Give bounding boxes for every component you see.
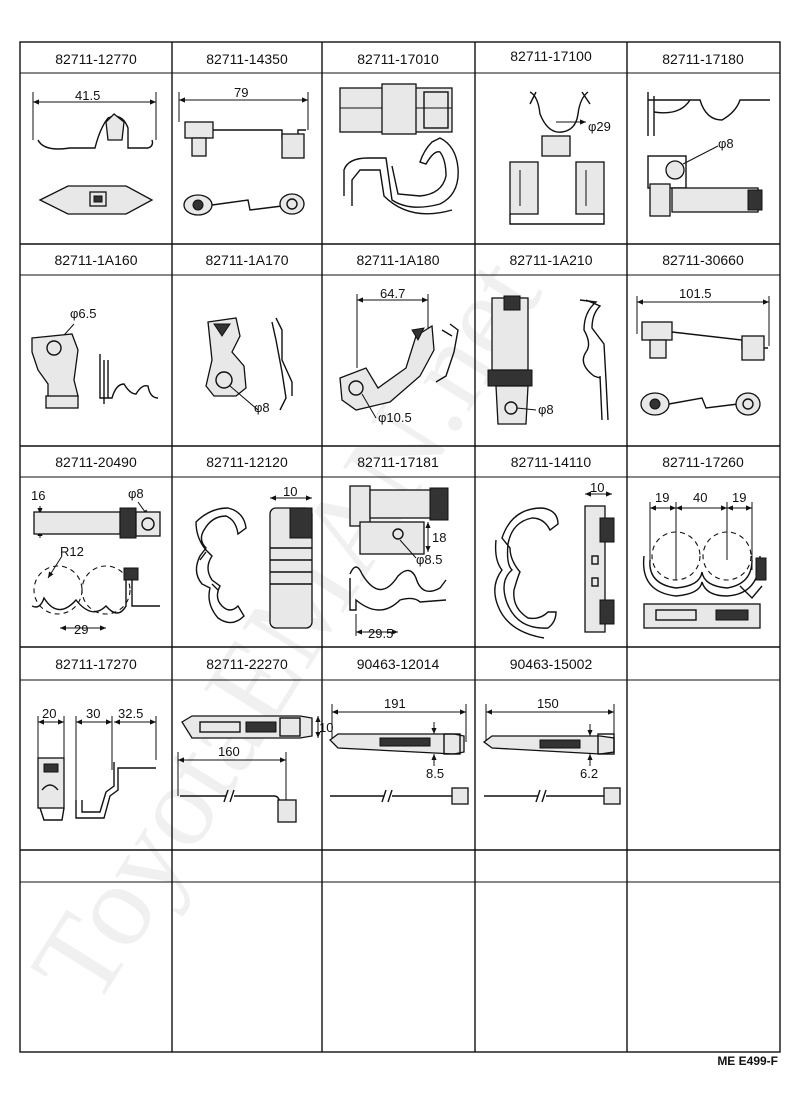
dimension-label: 6.2	[580, 766, 598, 781]
dimension-label: φ8	[538, 402, 554, 417]
clamp-drawing: 16 φ8 R12 29	[31, 486, 161, 637]
clamp-drawing: 41.5	[32, 88, 157, 215]
dimension-label: 8.5	[426, 766, 444, 781]
clamp-drawing: 10 160	[177, 715, 333, 823]
clamp-drawing: 10	[494, 480, 615, 639]
dimension-label: φ8.5	[416, 552, 443, 567]
dimension-label: 150	[537, 696, 559, 711]
dimension-label: 40	[693, 490, 707, 505]
clamp-drawing: 20 30 32.5	[37, 706, 157, 821]
clamp-drawing: φ8	[487, 295, 609, 425]
dimension-label: φ8	[718, 136, 734, 151]
grid	[19, 41, 781, 1053]
dimension-label: 18	[432, 530, 446, 545]
part-number: 82711-17180	[662, 51, 744, 67]
dimension-label: 10	[590, 480, 604, 495]
part-number: 82711-17100	[510, 48, 592, 64]
clamp-drawing: φ6.5	[31, 306, 159, 409]
diagram-code: ME E499-F	[717, 1054, 778, 1068]
dimension-label: 32.5	[118, 706, 143, 721]
part-number: 82711-17260	[662, 454, 744, 470]
dimension-label: 191	[384, 696, 406, 711]
dimension-label: 160	[218, 744, 240, 759]
dimension-label: φ6.5	[70, 306, 97, 321]
part-number: 82711-1A160	[54, 252, 137, 268]
clamp-drawing: 150 6.2	[482, 696, 621, 805]
dimension-label: 30	[86, 706, 100, 721]
dimension-label: 64.7	[380, 286, 405, 301]
part-number: 82711-17181	[357, 454, 439, 470]
dimension-label: 10	[319, 720, 333, 735]
dimension-label: 79	[234, 85, 248, 100]
clamp-drawing: 191 8.5	[329, 696, 469, 805]
dimension-label: φ29	[588, 119, 611, 134]
part-number: 82711-1A210	[509, 252, 592, 268]
part-number: 82711-1A180	[356, 252, 439, 268]
dimension-label: 29	[74, 622, 88, 637]
dimension-label: 16	[31, 488, 45, 503]
dimension-label: 29.5	[368, 626, 393, 641]
dimension-label: 10	[283, 484, 297, 499]
clamp-drawing: 19 40 19	[642, 490, 767, 629]
clamp-drawing: φ8	[647, 92, 770, 217]
part-number: 82711-22270	[206, 656, 288, 672]
dimension-label: 19	[655, 490, 669, 505]
part-number: 90463-15002	[510, 656, 593, 672]
part-number: 82711-12770	[55, 51, 137, 67]
part-number: 90463-12014	[357, 656, 440, 672]
dimension-label: φ8	[128, 486, 144, 501]
dimension-label: 20	[42, 706, 56, 721]
dimension-label: φ10.5	[378, 410, 412, 425]
part-number-headers: 82711-12770 82711-14350 82711-17010 8271…	[54, 48, 743, 672]
clamp-drawing: 10	[195, 484, 313, 629]
part-number: 82711-14110	[511, 454, 592, 470]
part-number: 82711-1A170	[205, 252, 288, 268]
clamp-drawing	[339, 83, 459, 215]
dimension-label: 19	[732, 490, 746, 505]
watermark: ToyotaEMAN.net	[6, 236, 566, 1024]
clamp-drawing: 64.7 φ10.5	[339, 286, 459, 425]
part-number: 82711-17270	[55, 656, 137, 672]
dimension-label: φ8	[254, 400, 270, 415]
dimension-label: 41.5	[75, 88, 100, 103]
part-number: 82711-14350	[206, 51, 288, 67]
part-number: 82711-17010	[357, 51, 439, 67]
clamp-drawing: φ29	[509, 91, 611, 225]
part-number: 82711-20490	[55, 454, 137, 470]
part-number: 82711-12120	[206, 454, 288, 470]
dimension-label: 101.5	[679, 286, 712, 301]
clamp-drawing: 79	[178, 85, 309, 216]
dimension-label: R12	[60, 544, 84, 559]
part-number: 82711-30660	[662, 252, 744, 268]
clamp-drawing: 18 φ8.5 29.5	[349, 485, 449, 641]
clamp-drawing: 101.5	[636, 286, 770, 416]
clamp-drawing: φ8	[205, 317, 293, 415]
